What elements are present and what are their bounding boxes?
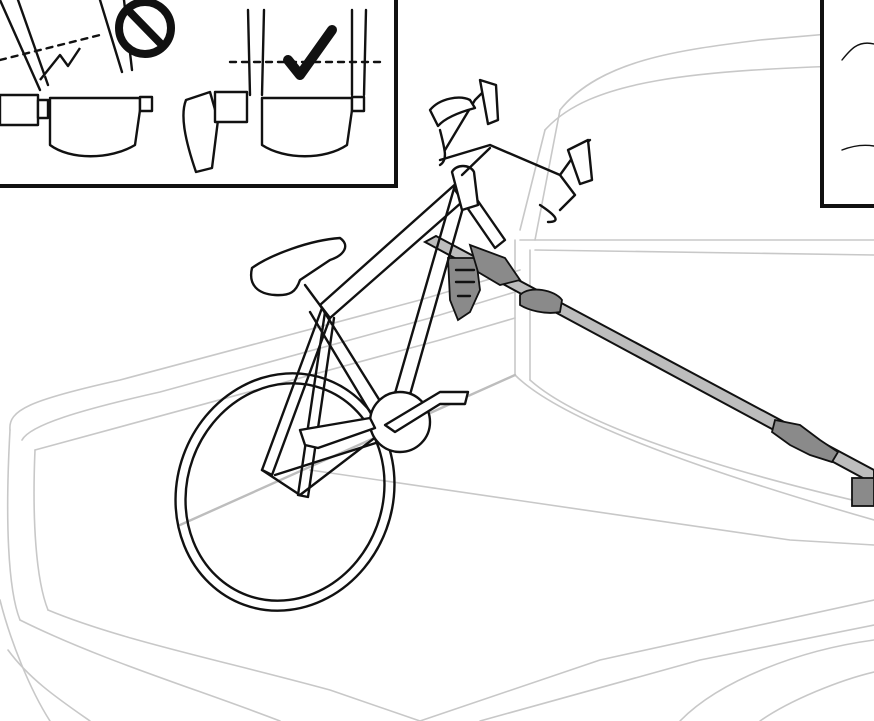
bicycle [174,78,594,612]
inset-top-right [820,0,874,208]
inset-top-left [0,0,398,188]
no-sign-icon [115,0,175,58]
check-mark-icon [283,25,337,80]
truck-bed [0,29,874,721]
mounting-rail [422,234,874,507]
